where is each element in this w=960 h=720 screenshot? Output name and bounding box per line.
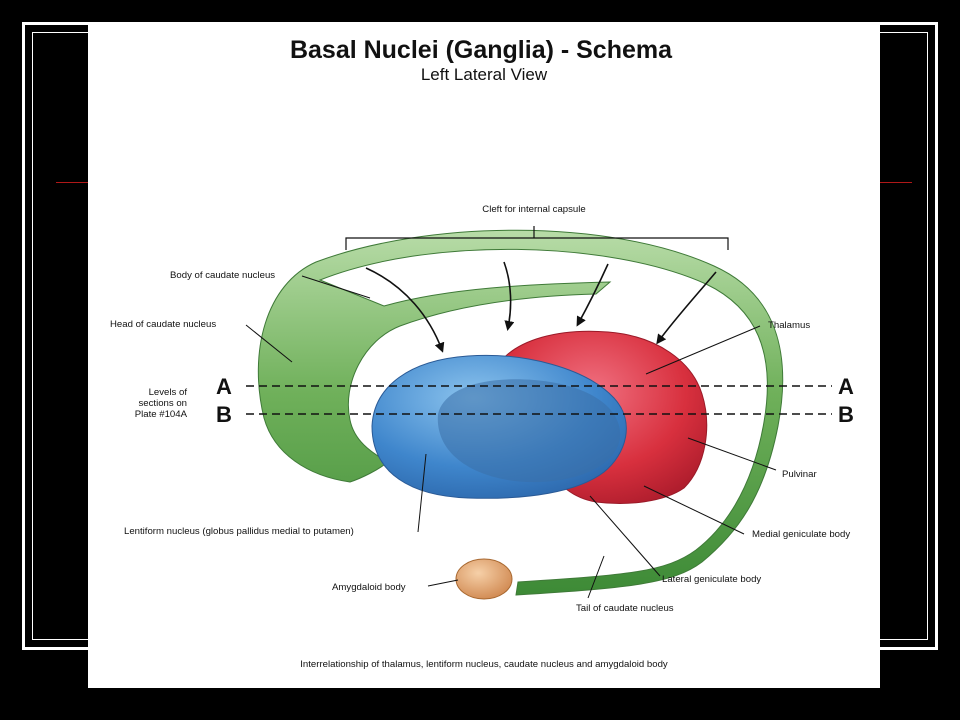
leader-lines <box>245 275 777 599</box>
amygdaloid-body-shape <box>455 558 513 600</box>
label-levels-line1: Levels of <box>149 387 188 398</box>
diagram-panel: Basal Nuclei (Ganglia) - Schema Left Lat… <box>88 22 880 688</box>
label-lateral-geniculate: Lateral geniculate body <box>662 574 761 585</box>
label-head-caudate: Head of caudate nucleus <box>110 319 216 330</box>
cleft-arrow-1 <box>365 267 445 353</box>
label-thalamus: Thalamus <box>768 320 810 331</box>
label-body-caudate: Body of caudate nucleus <box>170 270 275 281</box>
label-tail-caudate: Tail of caudate nucleus <box>576 603 674 614</box>
accent-line-right <box>878 182 912 183</box>
label-cleft-internal-capsule: Cleft for internal capsule <box>482 204 585 215</box>
label-pulvinar: Pulvinar <box>782 469 817 480</box>
section-marker-b-right: B <box>838 402 854 427</box>
cleft-arrow-4 <box>656 271 717 345</box>
caudate-nucleus-shape <box>257 229 784 596</box>
section-marker-b-left: B <box>216 402 232 427</box>
cleft-arrow-3 <box>576 263 609 327</box>
cleft-bracket <box>345 226 729 250</box>
label-lentiform-nucleus: Lentiform nucleus (globus pallidus media… <box>124 526 354 537</box>
label-amygdaloid-body: Amygdaloid body <box>332 582 406 593</box>
diagram-title: Basal Nuclei (Ganglia) - Schema <box>289 36 673 64</box>
globus-pallidus-shape <box>437 379 621 483</box>
label-medial-geniculate: Medial geniculate body <box>752 529 850 540</box>
label-levels-line2: sections on <box>138 398 187 409</box>
figure-caption: Interrelationship of thalamus, lentiform… <box>300 659 668 670</box>
section-marker-a-right: A <box>838 374 854 399</box>
section-marker-a-left: A <box>216 374 232 399</box>
diagram-subtitle: Left Lateral View <box>420 65 548 84</box>
accent-line-left <box>56 182 96 183</box>
basal-nuclei-illustration: A B A B Cleft for internal capsule Body … <box>110 204 854 670</box>
cleft-arrow-2 <box>503 261 515 331</box>
label-levels-line3: Plate #104A <box>135 409 188 420</box>
